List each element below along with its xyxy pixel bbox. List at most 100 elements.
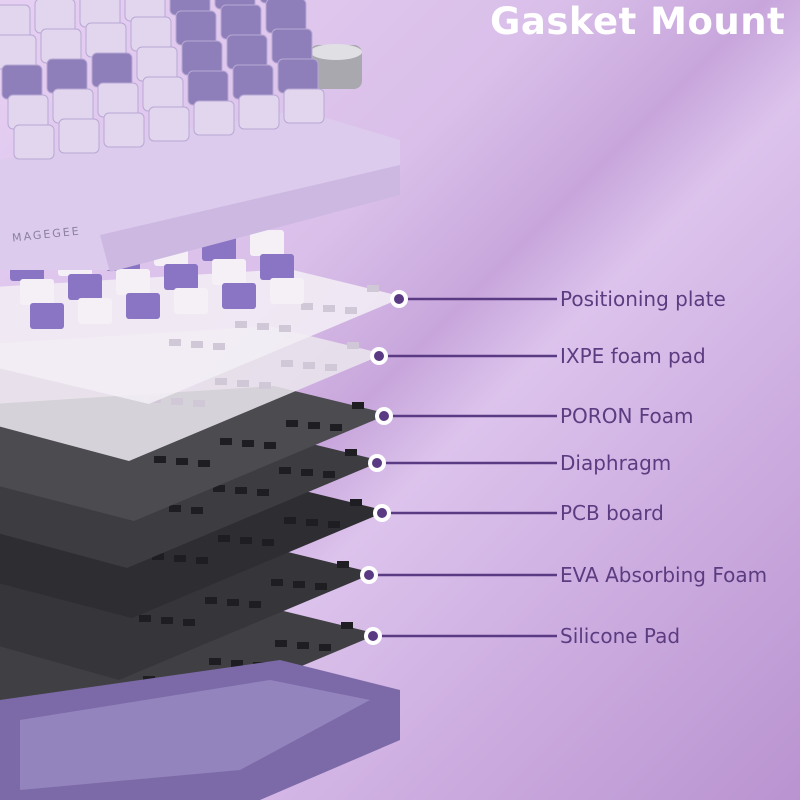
keycap	[226, 34, 268, 70]
layer-cutout	[281, 360, 293, 367]
layer-cutout	[303, 362, 315, 369]
layer-cutout	[350, 499, 362, 506]
layer-cutout	[196, 557, 208, 564]
layer-cutout	[205, 597, 217, 604]
layer-label: PORON Foam	[560, 404, 694, 428]
layer-cutout	[169, 505, 181, 512]
layer-cutout	[330, 424, 342, 431]
layer-cutout	[213, 343, 225, 350]
layer-cutout	[171, 398, 183, 405]
layer-cutout	[279, 467, 291, 474]
layer-cutout	[308, 422, 320, 429]
layer-label: Positioning plate	[560, 287, 726, 311]
key-switch	[68, 274, 102, 300]
key-switch	[222, 283, 256, 309]
keycap	[46, 58, 88, 94]
layer-cutout	[323, 471, 335, 478]
layer-cutout	[227, 599, 239, 606]
key-switch	[250, 230, 284, 256]
key-switch	[20, 279, 54, 305]
layer-cutout	[275, 640, 287, 647]
callout-dot-center	[364, 570, 374, 580]
layer-cutout	[215, 378, 227, 385]
layer-cutout	[306, 519, 318, 526]
layer-cutout	[169, 339, 181, 346]
callout-dot-center	[394, 294, 404, 304]
layer-cutout	[337, 561, 349, 568]
layer-cutout	[191, 341, 203, 348]
layer-cutout	[240, 537, 252, 544]
layer-cutout	[161, 617, 173, 624]
page-title: Gasket Mount	[490, 0, 786, 43]
layer-cutout	[286, 420, 298, 427]
layer-cutout	[235, 321, 247, 328]
layer-cutout	[198, 460, 210, 467]
keycap	[0, 34, 37, 70]
keycap	[85, 22, 127, 58]
keycap	[13, 124, 55, 160]
keycap	[7, 94, 49, 130]
layer-cutout	[264, 442, 276, 449]
layer-label: PCB board	[560, 501, 664, 525]
keycap	[91, 52, 133, 88]
layer-cutout	[220, 438, 232, 445]
keycap	[175, 10, 217, 46]
key-switch	[260, 254, 294, 280]
layer-cutout	[237, 380, 249, 387]
layer-cutout	[319, 644, 331, 651]
keycap	[34, 0, 76, 34]
layer-cutout	[152, 553, 164, 560]
keycap	[277, 58, 319, 94]
callout-dot-center	[374, 351, 384, 361]
layer-cutout	[262, 539, 274, 546]
key-switch	[164, 264, 198, 290]
layer-cutout	[193, 400, 205, 407]
layer-cutout	[345, 307, 357, 314]
layer-cutout	[325, 364, 337, 371]
layer-label: Silicone Pad	[560, 624, 681, 648]
keycap	[97, 82, 139, 118]
key-switch	[30, 303, 64, 329]
layer-cutout	[367, 285, 379, 292]
layer-cutout	[176, 458, 188, 465]
layer-cutout	[284, 517, 296, 524]
layer-cutout	[301, 469, 313, 476]
keycap	[40, 28, 82, 64]
layer-cutout	[271, 579, 283, 586]
keycap	[193, 100, 235, 136]
key-switch	[270, 278, 304, 304]
top-case	[0, 110, 400, 270]
layer-cutout	[174, 555, 186, 562]
keycap	[58, 118, 100, 154]
layer-cutout	[301, 303, 313, 310]
layer-label: IXPE foam pad	[560, 344, 706, 368]
layer-cutout	[315, 583, 327, 590]
layer-label: Diaphragm	[560, 451, 672, 475]
layer-cutout	[235, 487, 247, 494]
layer-cutout	[257, 323, 269, 330]
layer-cutout	[293, 581, 305, 588]
layer-cutout	[249, 601, 261, 608]
keycap	[271, 28, 313, 64]
layer-cutout	[154, 456, 166, 463]
keycap	[52, 88, 94, 124]
bottom-case-inner	[20, 680, 370, 790]
layer-cutout	[279, 325, 291, 332]
layer-cutout	[231, 660, 243, 667]
layer-cutout	[297, 642, 309, 649]
keycap	[232, 64, 274, 100]
layer-cutout	[191, 507, 203, 514]
layer-cutout	[352, 402, 364, 409]
layer-cutout	[139, 615, 151, 622]
keycap	[265, 0, 307, 34]
keycap	[220, 4, 262, 40]
layer-cutout	[183, 619, 195, 626]
top-case-front	[100, 165, 400, 272]
keycap	[130, 16, 172, 52]
layer-cutout	[259, 382, 271, 389]
layer-cutout	[218, 535, 230, 542]
layer-cutout	[323, 305, 335, 312]
key-switch	[174, 288, 208, 314]
key-switch	[212, 259, 246, 285]
